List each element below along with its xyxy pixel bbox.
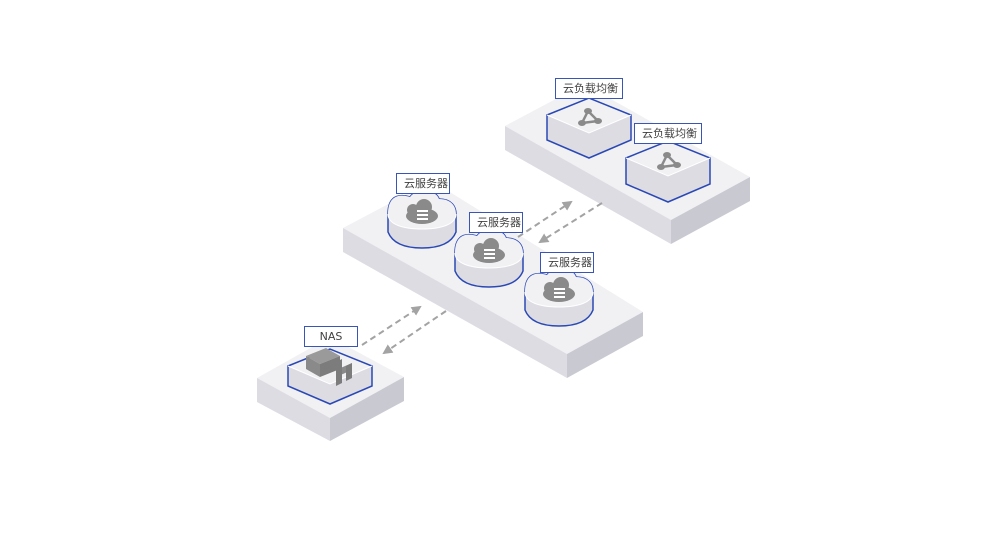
- nas-storage-icon: [306, 348, 352, 386]
- server-3-label: 云服务器: [540, 252, 594, 273]
- nas-node[interactable]: [287, 348, 373, 405]
- load-balancer-icon: [578, 108, 602, 126]
- load-balancer-icon: [657, 152, 681, 170]
- lb-node-top[interactable]: [546, 97, 632, 159]
- server-node-3[interactable]: [524, 268, 594, 327]
- cloud-server-icon: [406, 199, 438, 224]
- cloud-server-icon: [543, 277, 575, 302]
- lb-top-label: 云负载均衡: [555, 78, 623, 99]
- link-servers-to-load-balancers: [517, 200, 603, 244]
- link-nas-to-servers: [361, 305, 447, 355]
- lb-bottom-label: 云负载均衡: [634, 123, 702, 144]
- server-node-1[interactable]: [387, 190, 457, 249]
- server-1-label: 云服务器: [396, 173, 450, 194]
- server-2-label: 云服务器: [469, 212, 523, 233]
- server-node-2[interactable]: [454, 229, 524, 288]
- cloud-server-icon: [473, 238, 505, 263]
- nas-label: NAS: [304, 326, 358, 347]
